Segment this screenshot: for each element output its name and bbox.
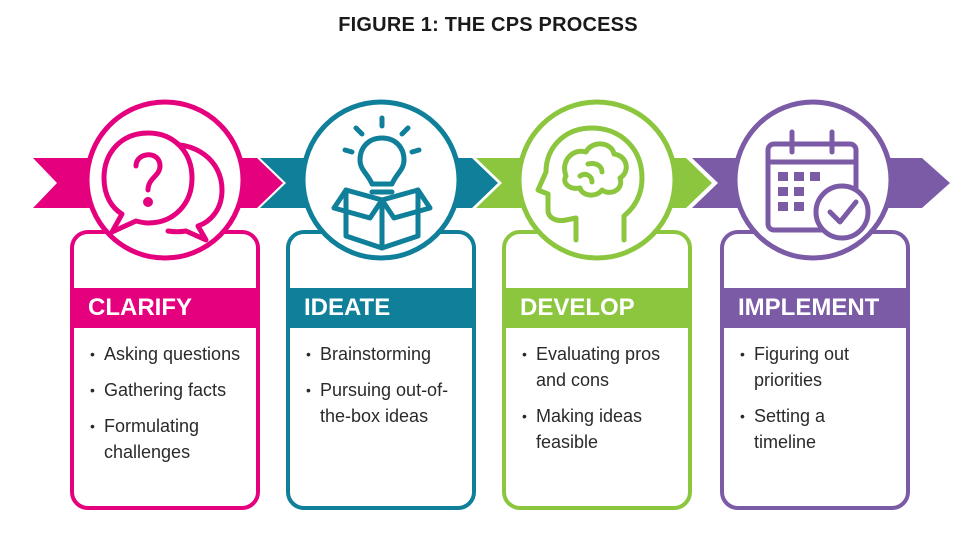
list-item: Evaluating pros and cons [520,341,680,393]
stage-label-develop: DEVELOP [520,294,635,321]
develop-label-bar [504,288,690,328]
brain-head-icon [535,125,645,243]
ideate-label-bar [288,288,474,328]
list-item: Asking questions [88,341,260,367]
list-item: Setting a timeline [738,403,888,455]
ideate-bullet-list: Brainstorming Pursuing out-of-the-box id… [304,341,464,439]
list-item: Figuring out priorities [738,341,888,393]
figure-title: FIGURE 1: THE CPS PROCESS [338,14,638,36]
implement-label-bar [722,288,908,328]
stage-label-implement: IMPLEMENT [738,294,880,321]
list-item: Pursuing out-of-the-box ideas [304,377,464,429]
clarify-label-bar [72,288,258,328]
list-item: Brainstorming [304,341,464,367]
list-item: Formulating challenges [88,413,260,465]
clarify-bullet-list: Asking questions Gathering facts Formula… [88,341,260,475]
stage-label-ideate: IDEATE [304,294,391,321]
calendar-check-icon [765,129,871,241]
lightbulb-box-icon [331,115,433,251]
stage-label-clarify: CLARIFY [88,294,192,321]
implement-bullet-list: Figuring out priorities Setting a timeli… [738,341,888,465]
list-item: Making ideas feasible [520,403,680,455]
list-item: Gathering facts [88,377,260,403]
develop-bullet-list: Evaluating pros and cons Making ideas fe… [520,341,680,465]
question-bubbles-icon [101,130,225,243]
